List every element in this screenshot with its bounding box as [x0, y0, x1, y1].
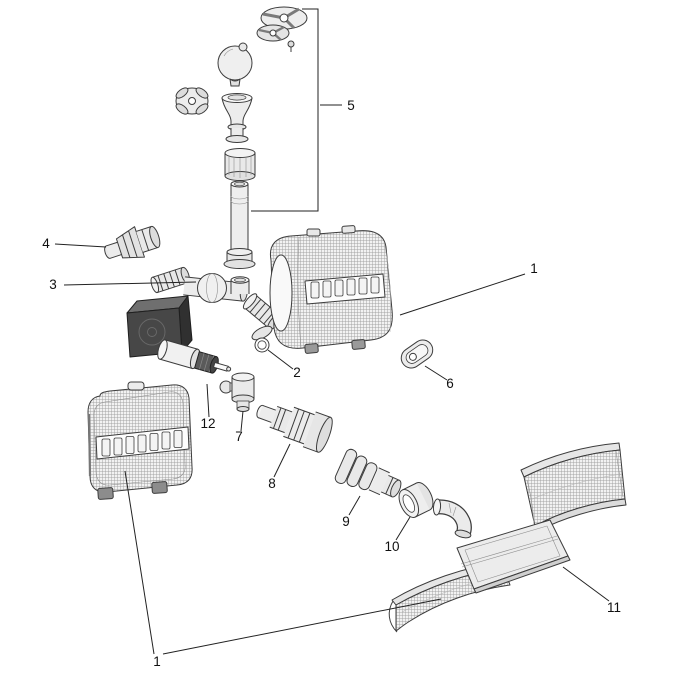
callout-label-10: 10: [384, 539, 399, 554]
hose-adapter: [256, 404, 333, 453]
callout-5: 5: [251, 8, 355, 212]
callout-label-1-top: 1: [530, 261, 538, 276]
callout-7: 7: [235, 410, 244, 444]
fountain-sphere-head-icon: [217, 42, 253, 87]
fountain-cross-jet-icon: [175, 87, 209, 115]
fountain-head-assembly: [175, 6, 308, 269]
filter-cage-half: [520, 442, 627, 532]
callout-label-6: 6: [446, 376, 454, 391]
callout-label-8: 8: [268, 476, 276, 491]
impeller-assembly: [157, 339, 232, 374]
fountain-coupling-nut-icon: [224, 148, 256, 181]
elbow-fitting: [432, 498, 472, 539]
callout-label-9: 9: [342, 514, 350, 529]
fountain-rotor-cap-icon: [256, 6, 308, 52]
callout-9: 9: [342, 495, 361, 529]
callouts-layer: 5 4 3 1 2 6 12 7: [42, 8, 621, 669]
callout-8: 8: [268, 443, 291, 491]
coupling-ring: [398, 482, 434, 518]
flow-valve: [219, 372, 255, 412]
quick-connect-fitting: [104, 225, 161, 259]
callout-label-2: 2: [293, 365, 301, 380]
callout-label-11: 11: [607, 600, 621, 615]
o-ring: [254, 337, 270, 353]
callout-label-12: 12: [200, 416, 215, 431]
pump-cage-front: [87, 381, 193, 500]
fountain-bell-nozzle-icon: [221, 93, 253, 143]
callout-6: 6: [424, 365, 454, 391]
callout-12: 12: [200, 383, 216, 431]
callout-label-5: 5: [347, 98, 355, 113]
callout-1-top: 1: [399, 261, 538, 316]
callout-label-3: 3: [49, 277, 57, 292]
fountain-riser-tube-icon: [223, 180, 256, 269]
callout-label-7: 7: [235, 429, 243, 444]
filter-screen: [456, 519, 571, 594]
callout-label-4: 4: [42, 236, 50, 251]
callout-11: 11: [562, 566, 621, 615]
pump-cage-upper: [269, 225, 393, 354]
callout-1-bottom: 1: [124, 470, 442, 669]
mounting-bracket: [400, 339, 434, 369]
callout-3: 3: [49, 277, 197, 292]
callout-2: 2: [267, 349, 301, 380]
hose-connector: [334, 448, 402, 498]
callout-10: 10: [384, 516, 411, 554]
callout-label-1-bottom: 1: [153, 654, 161, 669]
parts-layer: [87, 6, 627, 633]
callout-4: 4: [42, 236, 107, 251]
